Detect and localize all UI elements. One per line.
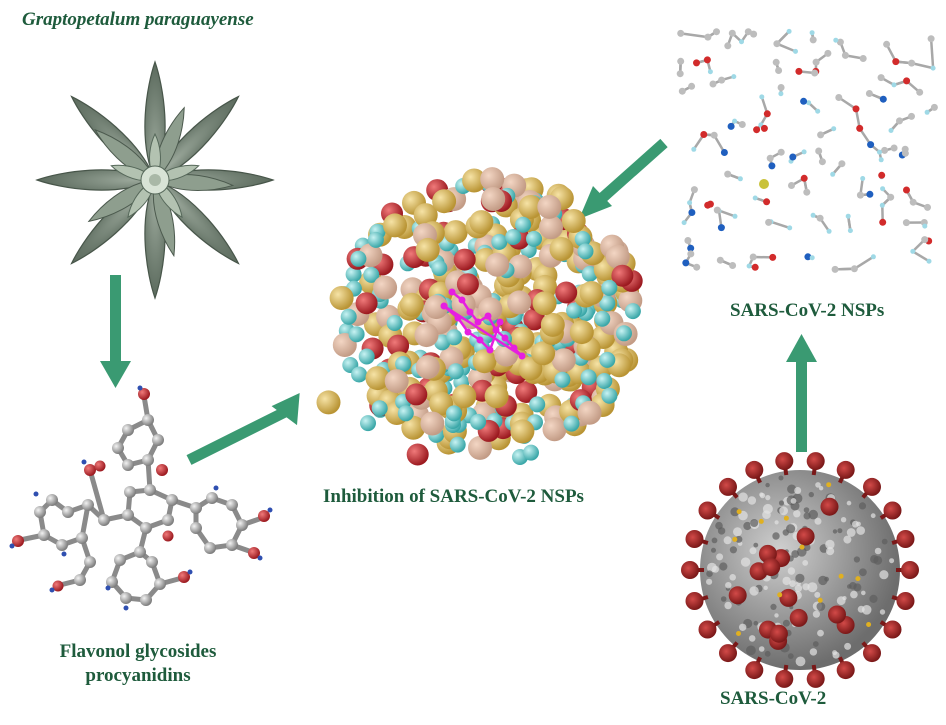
nsp-ball-stick-image: [676, 28, 938, 273]
nsps-label: SARS-CoV-2 NSPs: [730, 300, 885, 321]
arrow-compounds-to-inhibition: [186, 392, 300, 465]
coronavirus-image: [681, 452, 919, 688]
flavonoid-molecule-image: [9, 385, 273, 611]
virus-label: SARS-CoV-2: [720, 688, 827, 709]
plant-name-label: Graptopetalum paraguayense: [22, 9, 254, 30]
inhibition-label: Inhibition of SARS-CoV-2 NSPs: [323, 486, 584, 507]
arrow-nsps-to-inhibition: [579, 138, 668, 219]
succulent-plant-image: [35, 60, 275, 300]
arrow-plant-to-compounds: [100, 275, 131, 388]
compounds-label-line1: Flavonol glycosides: [59, 641, 217, 662]
compounds-label-line2: procyanidins: [85, 664, 191, 686]
arrow-virus-to-nsps: [786, 334, 817, 452]
protein-surface-image: [316, 167, 643, 466]
compounds-label: Flavonol glycosides procyanidins: [18, 640, 258, 688]
